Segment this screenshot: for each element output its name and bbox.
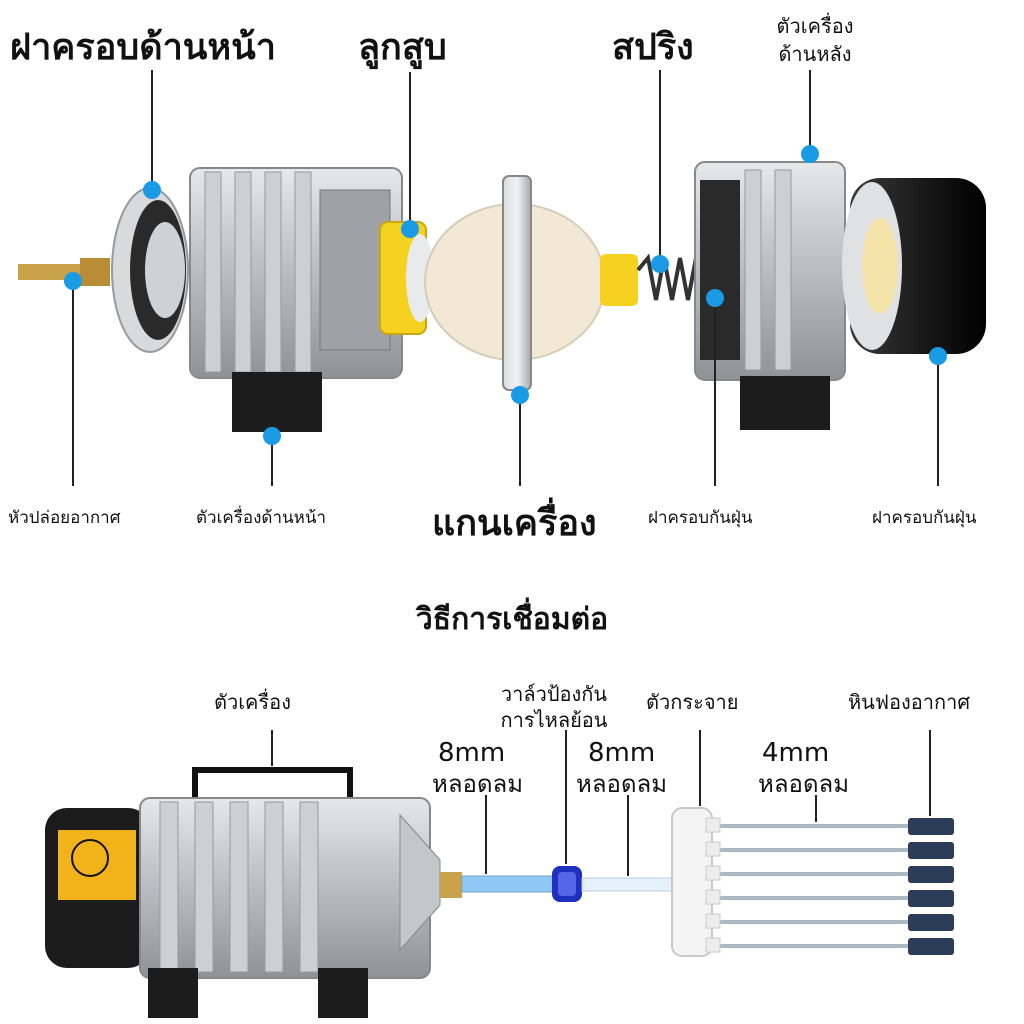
marker-dust-cover-1 (706, 289, 724, 307)
marker-dust-cover-2 (929, 347, 947, 365)
marker-spring (651, 255, 669, 273)
air-stones-set (720, 818, 954, 955)
label-rear-body-line1: ตัวเครื่อง (776, 14, 854, 38)
tube-8mm-2 (581, 877, 675, 892)
label-check-valve-line1: วาล์วป้องกัน (500, 682, 608, 706)
front-cover-part (111, 187, 189, 353)
label-rear-body-line2: ด้านหลัง (778, 42, 852, 66)
distributor-part (671, 807, 721, 957)
core-shaft-part (424, 175, 638, 391)
check-valve-part (552, 866, 582, 902)
label-dust-cover-2: ฝาครอบกันฝุ่น (872, 508, 977, 528)
connection-title: วิธีการเชื่อมต่อ (415, 602, 609, 637)
pump-machine (45, 767, 462, 1018)
label-front-cover: ฝาครอบด้านหน้า (10, 27, 276, 68)
brass-nozzle-part (18, 258, 110, 286)
label-check-valve-line2: การไหลย้อน (500, 708, 608, 732)
tube1-label: หลอดลม (432, 770, 524, 798)
label-dust-cover-1: ฝาครอบกันฝุ่น (648, 508, 753, 528)
tube1-size: 8mm (438, 738, 506, 768)
marker-front-cover (143, 181, 161, 199)
tube3-label: หลอดลม (758, 770, 850, 798)
marker-air-outlet (64, 272, 82, 290)
label-air-outlet: หัวปล่อยอากาศ (8, 508, 121, 528)
tube3-size: 4mm (762, 738, 830, 768)
marker-front-body (263, 427, 281, 445)
label-front-body: ตัวเครื่องด้านหน้า (196, 508, 326, 528)
tube-8mm-1 (461, 875, 558, 893)
tube2-label: หลอดลม (576, 770, 668, 798)
marker-piston (401, 220, 419, 238)
label-distributor: ตัวกระจาย (646, 690, 739, 714)
marker-rear-body (801, 145, 819, 163)
label-core-shaft: แกนเครื่อง (432, 503, 597, 544)
label-spring: สปริง (612, 27, 694, 68)
rear-body-part (694, 161, 846, 430)
label-piston: ลูกสูบ (358, 27, 447, 68)
tube2-size: 8mm (588, 738, 656, 768)
spring-part (636, 253, 706, 301)
front-body-part (189, 167, 403, 432)
end-cap-part (842, 178, 986, 354)
label-air-stone: หินฟองอากาศ (848, 690, 971, 714)
label-machine: ตัวเครื่อง (214, 690, 291, 714)
marker-core (511, 386, 529, 404)
